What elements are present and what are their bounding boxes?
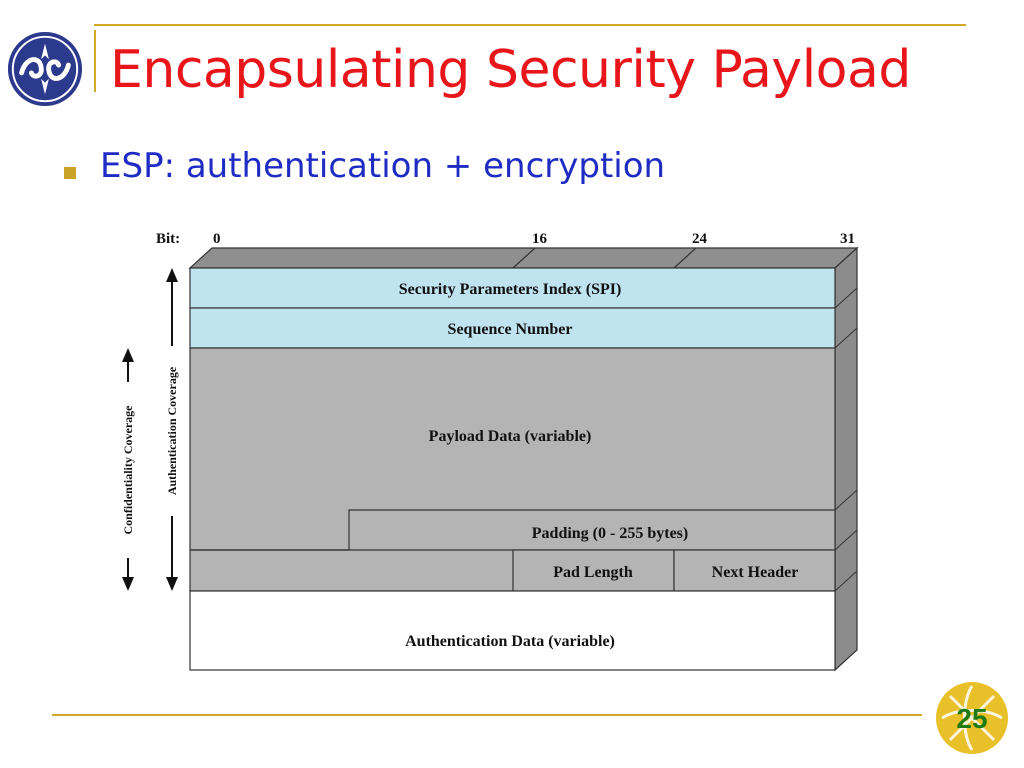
bit-label: Bit:	[156, 231, 180, 247]
spi-label: Security Parameters Index (SPI)	[399, 281, 622, 298]
page-number-badge: 25	[936, 682, 1008, 754]
slide-title: Encapsulating Security Payload	[110, 40, 911, 100]
institution-logo	[7, 31, 83, 107]
confidentiality-coverage-arrow	[119, 348, 137, 591]
spi-field	[189, 267, 836, 309]
bullet-text: ESP: authentication + encryption	[100, 146, 666, 186]
bit-tick-24: 24	[692, 231, 708, 247]
footer-rule	[52, 714, 922, 716]
title-top-rule	[94, 24, 966, 26]
diagram-side-face	[834, 246, 858, 672]
payload-data-label: Payload Data (variable)	[429, 428, 592, 445]
sequence-number-field	[189, 307, 836, 349]
padding-label: Padding (0 - 255 bytes)	[532, 525, 688, 542]
authentication-data-field	[189, 590, 836, 671]
bullet-marker	[64, 167, 76, 179]
next-header-label: Next Header	[712, 564, 799, 581]
bit-tick-31: 31	[840, 231, 855, 247]
bit-tick-0: 0	[213, 231, 221, 247]
title-side-rule	[94, 30, 96, 92]
page-number: 25	[956, 703, 987, 734]
bit-tick-16: 16	[532, 231, 548, 247]
pad-length-label: Pad Length	[553, 564, 633, 581]
sequence-number-label: Sequence Number	[448, 321, 573, 338]
next-header-field	[673, 549, 836, 592]
authentication-coverage-arrow	[163, 268, 181, 591]
authentication-data-label: Authentication Data (variable)	[405, 633, 615, 650]
authentication-coverage-label: Authentication Coverage	[165, 366, 179, 495]
esp-format-diagram: Bit: 0 16 24 31 Security Parameters Inde…	[119, 231, 859, 672]
confidentiality-coverage-label: Confidentiality Coverage	[121, 405, 135, 535]
